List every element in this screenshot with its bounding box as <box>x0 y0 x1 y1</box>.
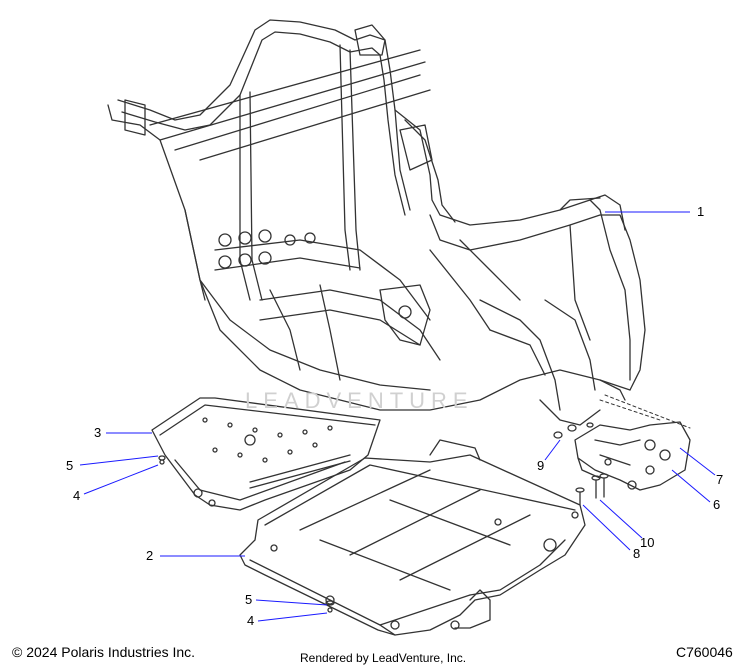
rendered-by-text: Rendered by LeadVenture, Inc. <box>300 651 467 665</box>
callout-8: 8 <box>633 546 641 561</box>
callout-2: 2 <box>146 548 154 563</box>
callout-7: 7 <box>716 472 724 487</box>
callout-6: 6 <box>713 497 721 512</box>
skid-plate-rear <box>151 397 381 511</box>
leader-line-7 <box>679 447 716 476</box>
leader-line-9 <box>544 439 561 461</box>
frame-assembly <box>107 19 646 426</box>
leader-line-8 <box>582 504 631 551</box>
callout-5-top: 5 <box>66 458 74 473</box>
leader-line-5-top <box>79 455 159 466</box>
diagram-code: C760046 <box>676 644 733 660</box>
callout-10: 10 <box>640 535 655 550</box>
front-bracket <box>574 421 691 491</box>
leader-line-4-top <box>83 464 159 495</box>
callout-5-bottom: 5 <box>245 592 253 607</box>
leader-line-10 <box>599 499 643 539</box>
leader-line-6 <box>671 469 711 503</box>
callout-3: 3 <box>94 425 102 440</box>
alignment-dashes <box>599 394 691 429</box>
callout-4-bottom: 4 <box>247 613 255 628</box>
callout-4-top: 4 <box>73 488 81 503</box>
watermark: LEADVENTURE <box>245 388 474 413</box>
leader-line-4-bottom <box>257 612 328 622</box>
skid-plate-main <box>239 439 586 636</box>
copyright-text: © 2024 Polaris Industries Inc. <box>12 644 196 660</box>
leader-line-5-bottom <box>255 599 328 606</box>
fasteners <box>158 422 609 613</box>
callout-1: 1 <box>697 204 705 219</box>
callout-9: 9 <box>537 458 545 473</box>
